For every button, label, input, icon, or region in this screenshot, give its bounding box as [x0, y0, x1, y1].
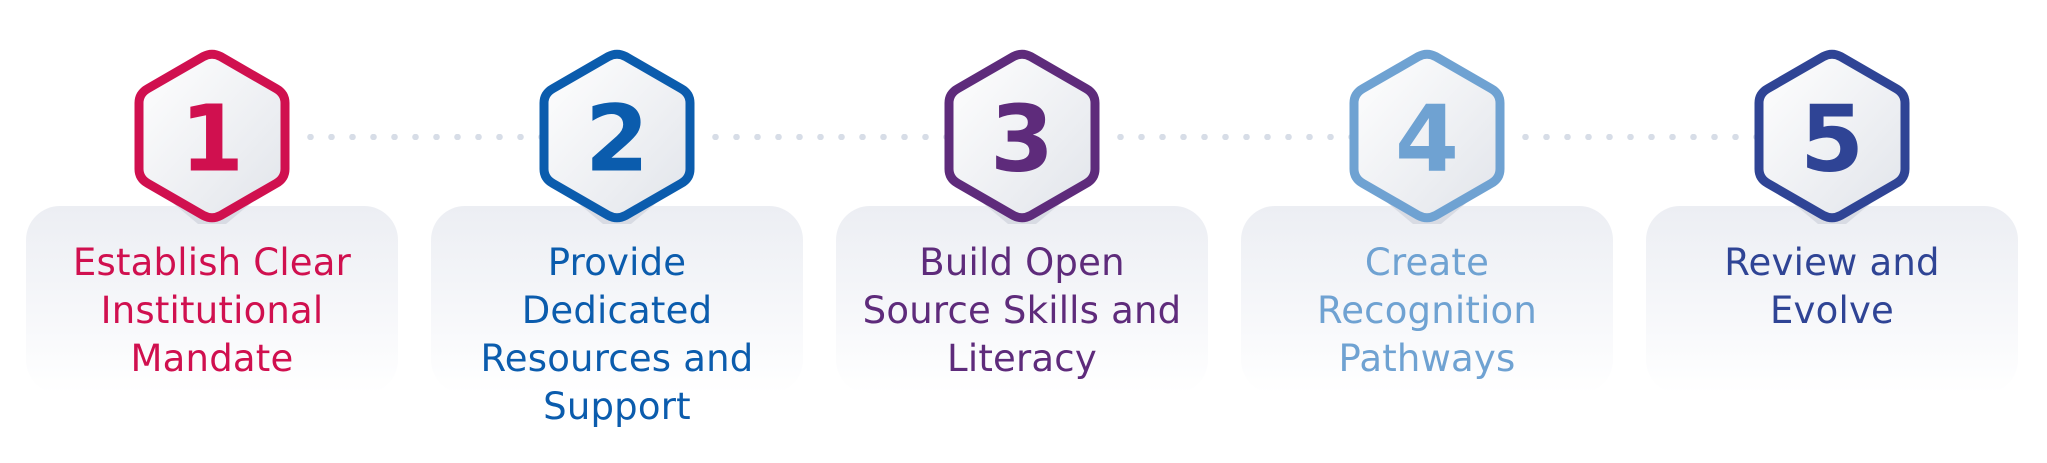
hexagon-shape: [1349, 49, 1505, 223]
hexagon-badge: 2: [539, 49, 695, 223]
step-number: 3: [990, 86, 1054, 193]
step-number: 1: [180, 86, 244, 193]
step-3: 3 Build Open Source Skills and Literacy: [836, 49, 1208, 402]
hexagon-badge: 4: [1349, 49, 1505, 223]
hexagon-shape: [134, 49, 290, 223]
hexagon-shape: [1754, 49, 1910, 223]
hexagon-badge: 1: [134, 49, 290, 223]
step-2: 2 Provide Dedicated Resources and Suppor…: [431, 49, 803, 428]
step-card: [1646, 206, 2018, 394]
step-label: Establish Clear Institutional Mandate: [72, 241, 352, 380]
step-card: [1241, 206, 1613, 394]
hexagon-badge: 5: [1754, 49, 1910, 223]
step-number: 5: [1800, 86, 1864, 193]
step-number: 4: [1395, 86, 1459, 193]
step-1: 1 Establish Clear Institutional Mandate: [26, 49, 398, 402]
connector-4-5: [1515, 134, 1755, 140]
connector-3-4: [1110, 134, 1350, 140]
step-label: Review and Evolve: [1724, 241, 1940, 332]
step-card: [431, 206, 803, 394]
step-label: Build Open Source Skills and Literacy: [862, 241, 1182, 380]
step-number: 2: [585, 86, 649, 193]
hexagon-shape: [539, 49, 695, 223]
step-label: Create Recognition Pathways: [1316, 241, 1538, 380]
hexagon-shape: [944, 49, 1100, 223]
step-label: Provide Dedicated Resources and Support: [480, 241, 754, 428]
step-card: [26, 206, 398, 394]
connector-2-3: [705, 134, 945, 140]
step-4: 4 Create Recognition Pathways: [1241, 49, 1613, 402]
step-card: [836, 206, 1208, 394]
hexagon-badge: 3: [944, 49, 1100, 223]
step-5: 5 Review and Evolve: [1646, 49, 2018, 402]
connector-1-2: [300, 134, 540, 140]
